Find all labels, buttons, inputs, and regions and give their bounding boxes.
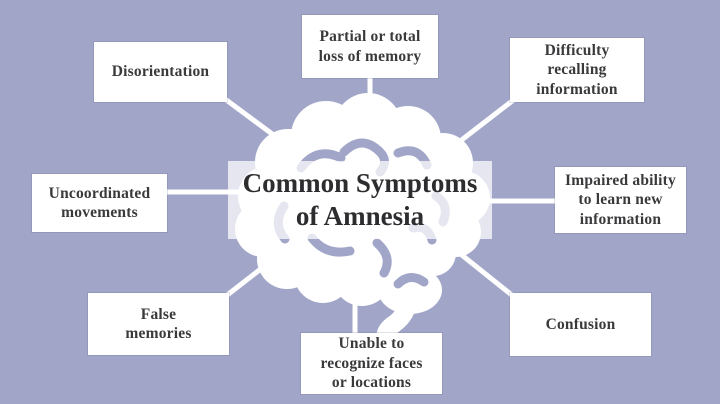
symptom-label: Disorientation	[111, 63, 210, 81]
symptom-card-difficulty-recalling: Difficulty recalling information	[510, 38, 644, 102]
symptom-label: Impaired ability to learn new informatio…	[565, 171, 676, 228]
symptom-card-uncoordinated-movements: Uncoordinated movements	[32, 174, 167, 232]
symptom-card-partial-loss-of-memory: Partial or total loss of memory	[302, 15, 438, 78]
symptom-card-disorientation: Disorientation	[94, 42, 227, 102]
symptom-label: False memories	[125, 305, 192, 342]
symptom-label: Unable to recognize faces or locations	[320, 335, 423, 392]
symptom-card-unable-to-recognize: Unable to recognize faces or locations	[301, 333, 442, 394]
symptom-card-false-memories: False memories	[88, 293, 229, 355]
symptom-label: Uncoordinated movements	[48, 184, 151, 221]
diagram-title: Common Symptoms of Amnesia	[228, 161, 492, 239]
symptom-card-confusion: Confusion	[510, 293, 651, 356]
symptom-label: Confusion	[545, 315, 616, 333]
symptom-card-impaired-learning: Impaired ability to learn new informatio…	[555, 167, 686, 233]
symptom-label: Partial or total loss of memory	[318, 28, 422, 65]
symptom-label: Difficulty recalling information	[536, 41, 618, 98]
